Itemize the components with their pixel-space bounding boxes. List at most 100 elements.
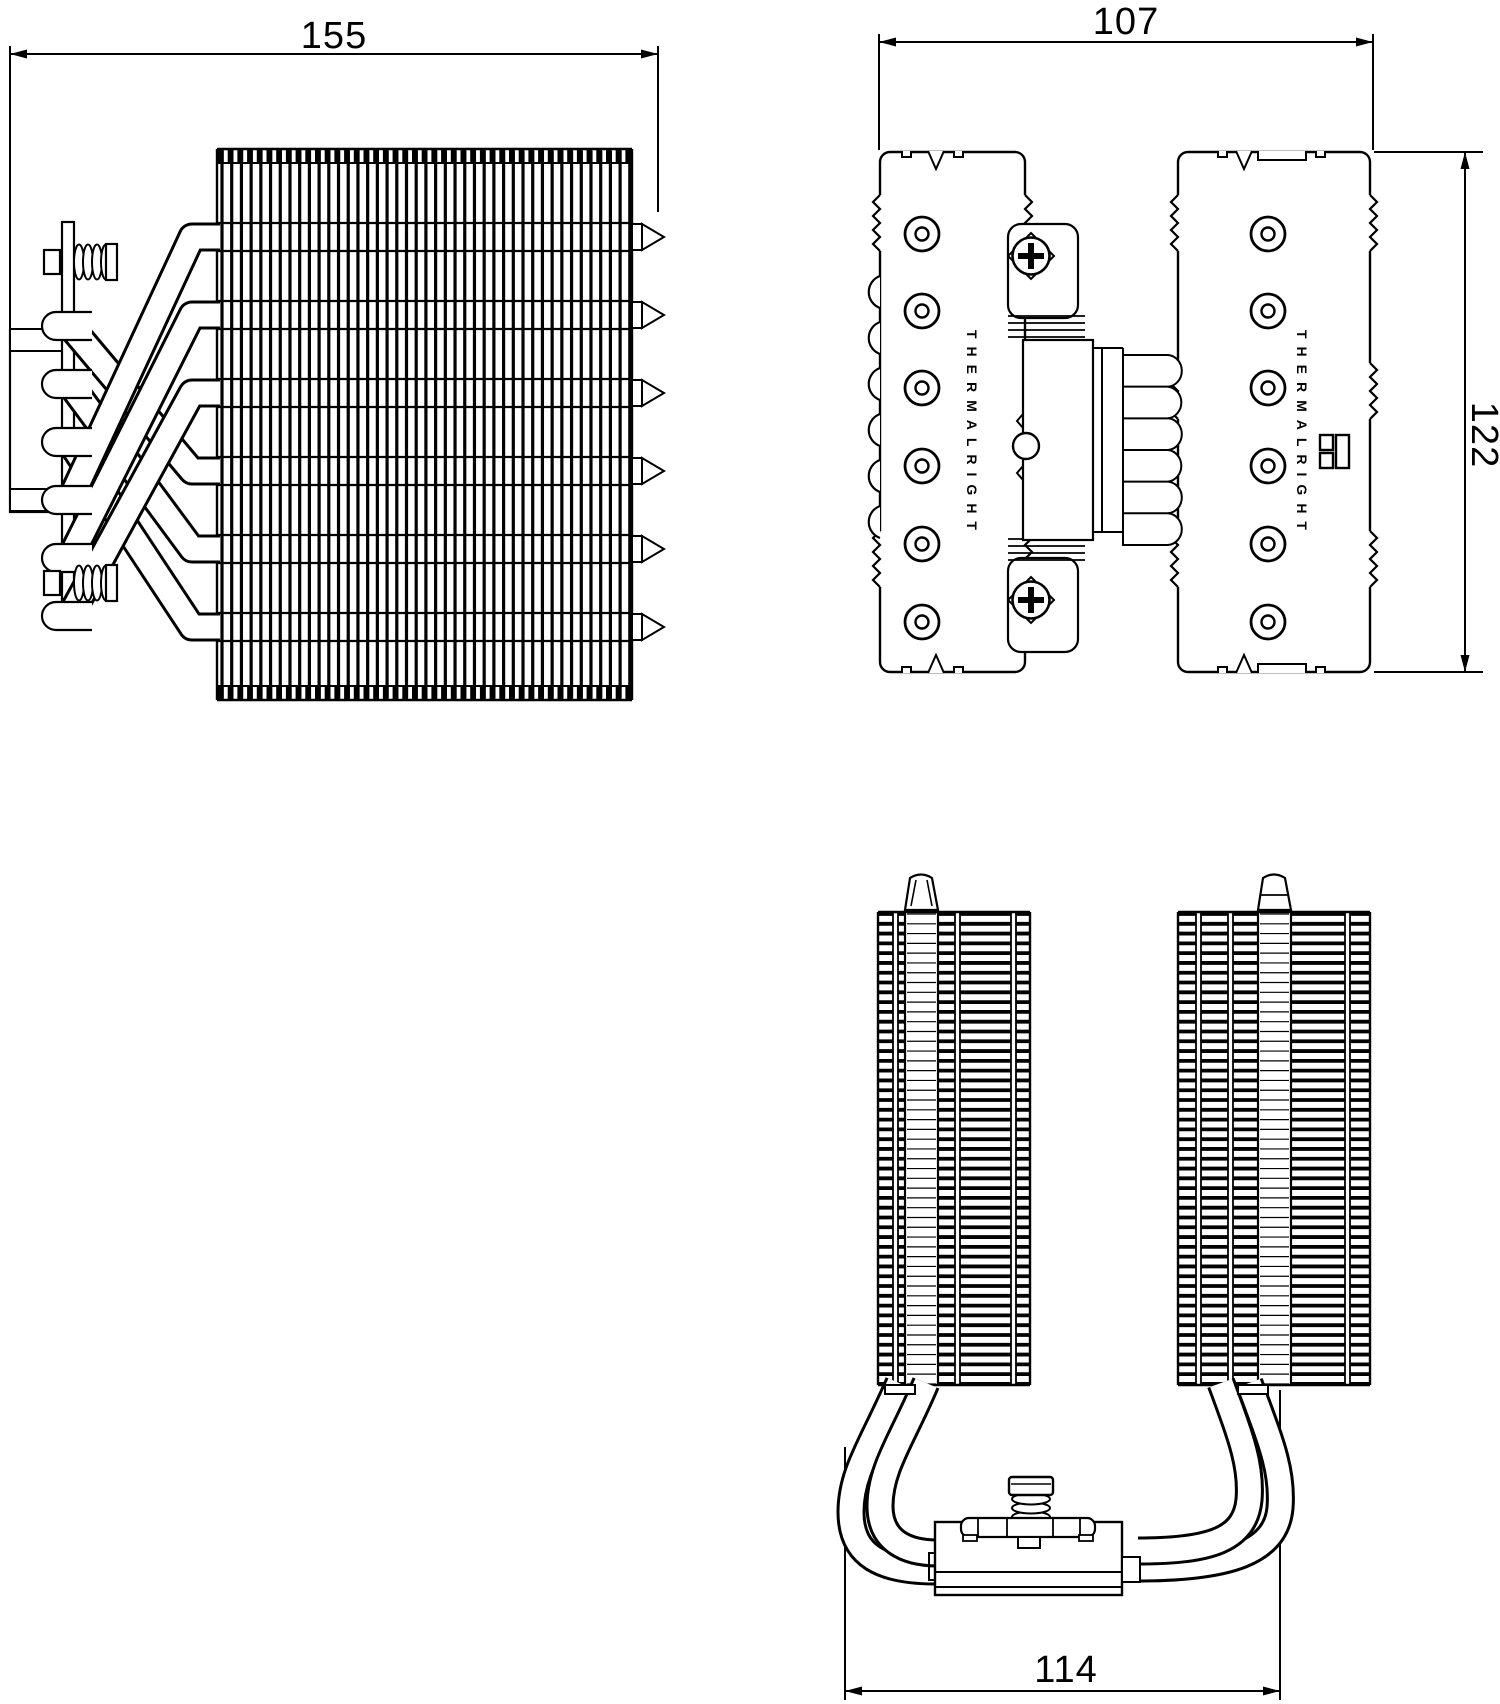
heatpipe-body bbox=[61, 318, 220, 483]
plate-foot bbox=[1078, 1534, 1094, 1542]
zigzag-edge bbox=[1169, 194, 1180, 252]
dim-label-114: 114 bbox=[1034, 1649, 1098, 1691]
pipe-exit-tab bbox=[1237, 1384, 1269, 1395]
dim-label-122: 122 bbox=[1463, 402, 1500, 468]
pipe-tip-cone bbox=[641, 300, 666, 330]
heatpipe-bumps bbox=[867, 274, 881, 540]
screw-head bbox=[42, 248, 62, 276]
screw-head bbox=[1007, 1475, 1055, 1497]
heatpipe-bundle bbox=[1122, 354, 1183, 546]
thermalright-logo-icon bbox=[1318, 433, 1351, 470]
rivet-inner bbox=[914, 536, 930, 552]
phillips-cross-icon bbox=[1018, 253, 1044, 259]
pipe-tip-cone bbox=[641, 222, 666, 252]
heatpipe-bump bbox=[867, 366, 881, 402]
base-block bbox=[8, 328, 66, 514]
tower-cap bbox=[903, 873, 940, 912]
heatpipe-ubend bbox=[40, 600, 92, 632]
zigzag-edge bbox=[871, 530, 882, 588]
heatpipe-body bbox=[59, 225, 220, 505]
rivet-inner bbox=[1260, 226, 1276, 242]
arrowhead-icon bbox=[1356, 37, 1373, 47]
stack-notches bbox=[901, 150, 1326, 674]
dim-label-155: 155 bbox=[301, 15, 367, 57]
spring-screw bbox=[42, 242, 119, 282]
heatpipes bbox=[56, 222, 220, 642]
heatpipes bbox=[836, 1377, 1295, 1586]
heatpipe-bump bbox=[867, 504, 881, 540]
heatpipe-body bbox=[59, 303, 220, 564]
arrowhead-icon bbox=[879, 37, 896, 47]
heatpipe-bump bbox=[867, 412, 881, 448]
heatpipe-ubend bbox=[40, 310, 92, 342]
spring-screws bbox=[42, 242, 119, 603]
arrowhead-icon bbox=[1460, 655, 1470, 672]
heatpipe-rows bbox=[217, 221, 666, 643]
pipe-stub bbox=[1121, 1556, 1141, 1583]
fin-rivets bbox=[903, 215, 1287, 641]
phillips-screw bbox=[1006, 575, 1056, 625]
side-view: 155 bbox=[8, 15, 666, 702]
arrowhead-icon bbox=[845, 1686, 862, 1696]
heatpipe-ubend bbox=[40, 368, 92, 400]
pipe-column-mask bbox=[1228, 912, 1233, 1385]
arrowhead-icon bbox=[641, 49, 658, 59]
front-view: 114 bbox=[836, 873, 1372, 1700]
top-view: 107 122 THERMALRIGH bbox=[867, 1, 1500, 674]
rivet-inner bbox=[914, 614, 930, 630]
arrowhead-icon bbox=[10, 49, 27, 59]
left-fin-stack bbox=[878, 150, 1027, 674]
heatpipe-bump bbox=[867, 274, 881, 310]
edge-zig bbox=[1015, 465, 1024, 481]
rivet-inner bbox=[1260, 536, 1276, 552]
rivet-inner bbox=[914, 458, 930, 474]
fin-tower bbox=[876, 910, 1032, 1387]
phillips-cross-icon bbox=[1018, 597, 1044, 603]
base-tab bbox=[1017, 1536, 1041, 1549]
pipe-tip bbox=[631, 301, 643, 329]
arrowhead-icon bbox=[1460, 152, 1470, 169]
base-assembly bbox=[928, 1475, 1141, 1597]
pipe-tip-cone bbox=[641, 612, 666, 642]
washer bbox=[104, 563, 119, 603]
pipe-stub bbox=[928, 1552, 935, 1581]
arrowhead-icon bbox=[1263, 1686, 1280, 1696]
tower-cap bbox=[1256, 873, 1293, 912]
mounting-plate bbox=[959, 1516, 1097, 1539]
pipe-column-mask bbox=[893, 912, 898, 1385]
heatpipe-ubends bbox=[40, 310, 92, 632]
rivet-inner bbox=[914, 226, 930, 242]
screw-head bbox=[42, 569, 62, 597]
pipe-tip-cone bbox=[641, 534, 666, 564]
rivet-inner bbox=[1260, 380, 1276, 396]
tower-cap-detail bbox=[910, 879, 933, 907]
phillips-screw bbox=[1006, 231, 1056, 281]
zigzag-edge bbox=[1368, 362, 1379, 420]
zigzag-edge bbox=[1368, 194, 1379, 252]
fin-tower bbox=[1176, 910, 1372, 1387]
brand-text: THERMALRIGHT bbox=[964, 330, 980, 538]
rivet-inner bbox=[914, 303, 930, 319]
brand-text: THERMALRIGHT bbox=[1294, 330, 1310, 538]
heatpipe-body bbox=[59, 381, 220, 622]
zigzag-edge bbox=[1368, 530, 1379, 588]
pipe-tip bbox=[631, 223, 643, 251]
pipe-column-mask bbox=[1196, 912, 1201, 1385]
pipe-tip bbox=[631, 535, 643, 563]
pipe-tip-cone bbox=[641, 378, 666, 408]
heatpipe-bump bbox=[867, 458, 881, 494]
dim-label-107: 107 bbox=[1093, 1, 1159, 43]
heatpipe-bump bbox=[867, 320, 881, 356]
rivet-inner bbox=[1260, 458, 1276, 474]
pipe-exit-tab bbox=[884, 1384, 916, 1395]
pipe-column-mask bbox=[955, 912, 960, 1385]
washer bbox=[104, 242, 119, 282]
edge-zig bbox=[1015, 413, 1024, 429]
base-hole bbox=[1011, 431, 1041, 461]
pipe-tip bbox=[631, 457, 643, 485]
spring-screw bbox=[42, 563, 119, 603]
center-base-assembly bbox=[1006, 222, 1183, 654]
fin-towers bbox=[876, 910, 1372, 1387]
